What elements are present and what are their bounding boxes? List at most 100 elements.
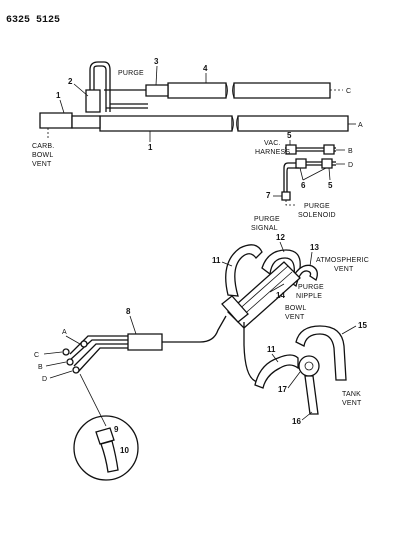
leader-17 — [287, 371, 301, 389]
letter-d-harness: D — [348, 162, 353, 169]
fitting-b — [66, 358, 74, 366]
leader-bd — [336, 149, 345, 165]
callout-11-lower: 11 — [267, 345, 276, 354]
label-vac-2: HARNESS — [255, 149, 290, 156]
leader-11-lower — [271, 353, 279, 363]
harness-connector-5 — [295, 158, 307, 169]
callout-6: 6 — [301, 181, 306, 190]
callout-7: 7 — [266, 191, 271, 200]
tube-1-break — [231, 115, 239, 132]
detail-fitting-9 — [95, 427, 115, 445]
carb-coupler — [71, 115, 101, 129]
canister-hoses — [221, 244, 347, 415]
bracket-loop-inner — [93, 65, 107, 112]
callout-11-upper: 11 — [212, 256, 221, 265]
label-atmospheric-2: VENT — [334, 266, 354, 273]
leader-a2 — [65, 335, 81, 345]
leader-3 — [155, 65, 158, 86]
label-purge-solenoid-1: PURGE — [304, 203, 330, 210]
callout-17: 17 — [278, 385, 287, 394]
hose-11-lower — [254, 354, 299, 389]
vac-harness-detail — [281, 144, 345, 206]
label-purge-nipple-1: PURGE — [298, 284, 324, 291]
label-purge-signal-2: SIGNAL — [251, 225, 278, 232]
letter-a-top: A — [358, 122, 363, 129]
leader-12 — [279, 241, 285, 253]
leader-11-upper — [221, 261, 233, 267]
top-assembly — [39, 61, 356, 140]
connector-3 — [145, 84, 169, 97]
label-purge-signal-1: PURGE — [254, 216, 280, 223]
callout-1-left: 1 — [56, 91, 61, 100]
valve-2 — [85, 89, 101, 113]
callout-3: 3 — [154, 57, 159, 66]
canister-port — [221, 295, 249, 323]
part-number: 6325 5125 — [6, 15, 60, 26]
callout-15: 15 — [358, 321, 367, 330]
fitting-a — [80, 340, 88, 348]
callout-2: 2 — [68, 77, 73, 86]
valve-17 — [298, 355, 320, 377]
carb-fitting — [39, 112, 73, 129]
label-purge-nipple-2: NIPPLE — [296, 293, 322, 300]
harness-connector-left — [285, 144, 297, 155]
leader-2 — [73, 83, 89, 97]
leader-6 — [299, 167, 327, 181]
letter-d-left: D — [42, 376, 47, 383]
leader-solenoid — [285, 200, 296, 206]
leader-c2 — [43, 351, 63, 355]
label-carb-2: BOWL — [32, 152, 53, 159]
letter-c-top: C — [346, 88, 351, 95]
callout-8: 8 — [126, 307, 131, 316]
valve-17-inner — [304, 361, 314, 371]
tube-4-break — [225, 82, 235, 99]
bracket-loop — [89, 61, 111, 112]
label-tank-vent-1: TANK — [342, 391, 361, 398]
hose-11-upper — [225, 244, 263, 297]
solenoid-fitting — [281, 191, 291, 201]
letter-c-left: C — [34, 352, 39, 359]
leader-1-left — [59, 99, 65, 114]
letter-b-left: B — [38, 364, 43, 371]
leader-14 — [269, 283, 285, 293]
callout-16: 16 — [292, 417, 301, 426]
text-labels: PURGE CARB. BOWL VENT VAC. HARNESS PURGE… — [32, 70, 369, 407]
tube-1 — [99, 115, 233, 132]
tube-4 — [167, 82, 227, 99]
label-tank-vent-2: VENT — [342, 400, 362, 407]
leader-8 — [129, 315, 137, 335]
label-bowl-vent-1: BOWL — [285, 305, 306, 312]
leader-15 — [341, 325, 357, 335]
detail-tube-10 — [100, 440, 119, 473]
leader-d2 — [49, 370, 73, 379]
label-atmospheric-1: ATMOSPHERIC — [316, 257, 369, 264]
leader-16 — [301, 411, 313, 421]
hose-15 — [295, 325, 347, 381]
tube-16 — [304, 375, 319, 415]
callout-12: 12 — [276, 233, 285, 242]
leader-5b — [328, 167, 331, 181]
detail-circle — [73, 415, 139, 481]
callout-4: 4 — [203, 64, 208, 73]
leader-b2 — [45, 361, 67, 367]
valve-lines — [106, 103, 148, 109]
harness-8 — [43, 315, 227, 427]
fitting-c — [62, 348, 70, 356]
tube-4-right — [233, 82, 331, 99]
letter-b-harness: B — [348, 148, 353, 155]
label-vac-1: VAC. — [264, 140, 281, 147]
letter-a-left: A — [62, 329, 67, 336]
solenoid-line — [283, 162, 299, 196]
leader-detail — [79, 373, 107, 427]
harness-to-canister — [162, 315, 227, 343]
letter-callouts: A C B D A C B D — [34, 88, 363, 383]
label-purge: PURGE — [118, 70, 144, 77]
number-callouts: 1 1 2 3 4 5 6 5 7 8 9 10 11 11 12 13 14 … — [56, 57, 367, 455]
label-bowl-vent-2: VENT — [285, 314, 305, 321]
callout-10: 10 — [120, 446, 129, 455]
callout-13: 13 — [310, 243, 319, 252]
harness-connector-right — [323, 144, 335, 155]
harness-line-d2 — [77, 347, 160, 373]
